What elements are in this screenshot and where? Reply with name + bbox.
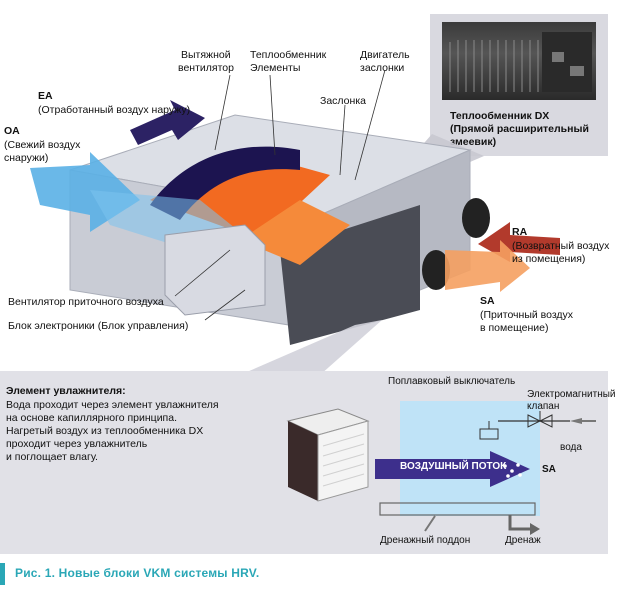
heat-exchanger-element-2 (240, 200, 350, 265)
label-sa-text-2: в помещение) (480, 322, 549, 334)
label-ra-code: RA (512, 226, 528, 238)
label-heat-exchanger-2: Элементы (250, 62, 301, 74)
dx-coil-inset: Теплообменник DX (Прямой расширительный … (430, 14, 608, 156)
humidifier-element-image (286, 408, 370, 502)
humidifier-body (400, 401, 540, 516)
label-supply-fan: Вентилятор приточного воздуха (8, 296, 164, 308)
figure-caption: Рис. 1. Новые блоки VKM системы HRV. (0, 563, 613, 585)
sa-arrow (445, 240, 530, 292)
drain-pan (379, 502, 536, 516)
dx-title-1: Теплообменник DX (450, 110, 550, 122)
label-ra-text-1: (Возвратный воздух (512, 240, 610, 252)
label-drain-pan: Дренажный поддон (380, 535, 471, 546)
humidifier-callout (240, 320, 382, 375)
label-sa-schematic: SA (542, 464, 556, 475)
label-ea-text: (Отработанный воздух наружу) (38, 104, 191, 116)
ea-arrow (130, 100, 205, 145)
label-float-switch: Поплавковый выключатель (388, 376, 516, 387)
label-heat-exchanger-1: Теплообменник (250, 49, 327, 61)
label-solenoid-1: Электромагнитный (527, 389, 616, 400)
label-exhaust-fan-1: Вытяжной (181, 49, 231, 61)
humidifier-line-3: Нагретый воздух из теплообменника DX (6, 425, 204, 437)
label-oa-text-2: снаружи) (4, 152, 49, 164)
humidifier-title: Элемент увлажнителя: (6, 385, 126, 397)
humidifier-line-2: на основе капиллярного принципа. (6, 412, 177, 424)
airflow-arrow (375, 451, 530, 487)
label-electronics: Блок электроники (Блок управления) (8, 320, 189, 332)
humidifier-schematic (375, 401, 596, 535)
humidifier-panel: Элемент увлажнителя: Вода проходит через… (0, 371, 616, 554)
label-sa-code: SA (480, 295, 495, 307)
dx-coil-photo (442, 22, 596, 100)
label-airflow: ВОЗДУШНЫЙ ПОТОК (400, 461, 507, 472)
label-ea-code: EA (38, 90, 53, 102)
label-damper-motor-2: заслонки (360, 62, 405, 74)
sa-duct (422, 250, 450, 290)
electronics-box (164, 224, 266, 316)
humidifier-line-5: и поглощает влагу. (6, 451, 98, 463)
drain-arrow (508, 515, 530, 531)
label-water: вода (560, 442, 582, 453)
label-drain: Дренаж (505, 535, 541, 546)
label-oa-text-1: (Свежий воздух (4, 139, 81, 151)
heat-exchanger-element (150, 150, 330, 240)
water-droplets (503, 463, 522, 478)
leader-lines (174, 69, 386, 321)
water-inflow-arrow (570, 418, 582, 424)
dx-title-3: змеевик) (450, 136, 497, 148)
humidifier-line-1: Вода проходит через элемент увлажнителя (6, 399, 219, 411)
label-sa-text-1: (Приточный воздух (480, 309, 574, 321)
label-damper-motor-1: Двигатель (360, 49, 410, 61)
caption-text: Рис. 1. Новые блоки VKM системы HRV. (15, 566, 260, 580)
label-damper: Заслонка (320, 95, 366, 107)
label-solenoid-2: клапан (527, 401, 560, 412)
humidifier-line-4: проходит через увлажнитель (6, 438, 148, 450)
label-ra-text-2: из помещения) (512, 253, 586, 265)
dx-title-2: (Прямой расширительный (450, 123, 589, 135)
hrv-unit-illustration (30, 69, 560, 375)
ra-duct (462, 198, 490, 238)
solenoid-valve-icon (527, 414, 542, 428)
dx-coil-fins (449, 32, 592, 92)
label-oa-code: OA (4, 125, 20, 137)
label-exhaust-fan-2: вентилятор (178, 62, 234, 74)
